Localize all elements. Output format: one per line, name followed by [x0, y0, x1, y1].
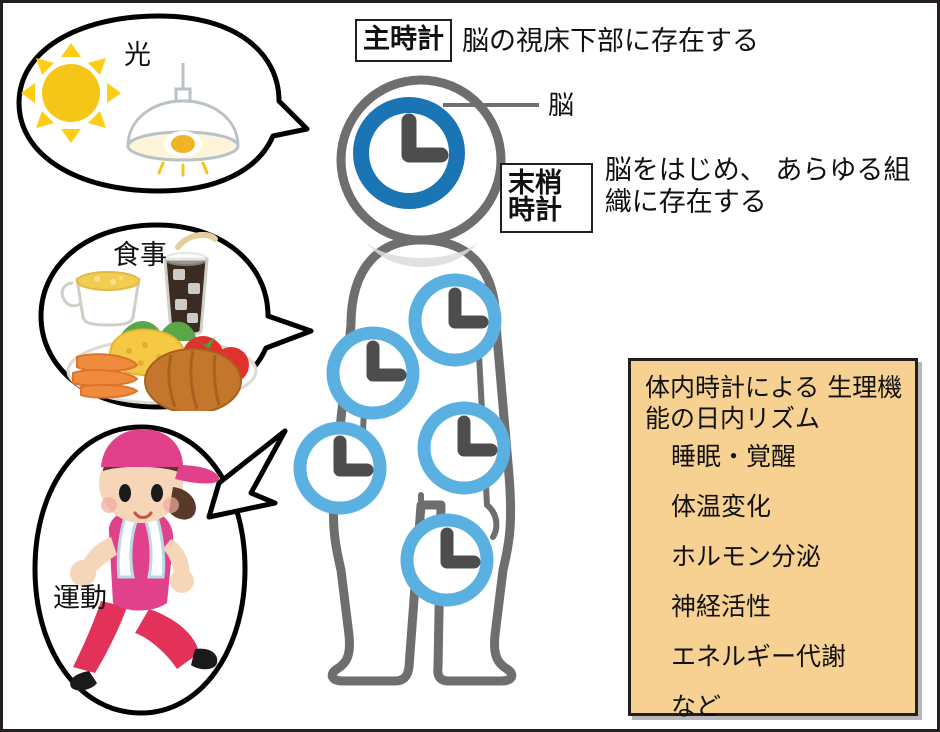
- iced-drink-icon: [163, 231, 218, 337]
- sun-icon: [21, 43, 121, 143]
- peripheral-clock-1: [403, 268, 507, 372]
- peripheral-clock-2: [321, 321, 425, 425]
- list-item: 睡眠・覚醒: [671, 442, 797, 471]
- soup-cup-icon: [60, 271, 141, 327]
- light-bubble-shape: [16, 13, 310, 194]
- list-item: エネルギー代謝: [671, 642, 847, 671]
- peripheral-clock-badge: 末梢時計: [500, 163, 593, 233]
- exercise-bubble-shape: [32, 424, 288, 716]
- exercise-bubble: 運動: [23, 421, 313, 721]
- clock-hands: [448, 287, 489, 329]
- rhythm-info-box: 体内時計による 生理機能の日内リズム 睡眠・覚醒 体温変化 ホルモン分泌 神経活…: [628, 358, 918, 719]
- peripheral-clock-svg: [400, 513, 494, 607]
- food-bubble: 食事: [25, 221, 325, 411]
- peripheral-clock-svg: [326, 326, 420, 420]
- peripheral-clock-5: [395, 508, 499, 612]
- figure-right-hand-line: [484, 502, 500, 540]
- peripheral-clock-svg: [293, 421, 387, 515]
- light-bubble: 光: [11, 11, 321, 201]
- clock-hands: [457, 415, 498, 457]
- list-item: 体温変化: [671, 492, 772, 521]
- peripheral-clock-4: [288, 416, 392, 520]
- master-clock-svg: [353, 97, 465, 209]
- brain-leader-svg: [443, 103, 539, 107]
- master-clock-annotation: 主時計 脳の視床下部に存在する: [355, 19, 759, 62]
- clock-hands: [333, 435, 374, 477]
- master-clock-badge: 主時計: [355, 19, 452, 62]
- list-item: 神経活性: [671, 592, 772, 621]
- master-clock-description: 脳の視床下部に存在する: [462, 26, 759, 57]
- list-item: ホルモン分泌: [671, 542, 822, 571]
- master-clock: [347, 91, 471, 215]
- figure-neck-shadow: [367, 243, 477, 267]
- exercise-bubble-tail: [206, 428, 288, 520]
- master-clock-hands: [401, 113, 449, 163]
- peripheral-clock-3: [412, 396, 516, 500]
- food-bubble-label: 食事: [113, 240, 167, 271]
- clock-hands: [366, 340, 407, 382]
- peripheral-clock-svg: [417, 401, 511, 495]
- brain-leader-line: [443, 95, 543, 115]
- jogging-woman-icon: [70, 429, 219, 691]
- list-item: など: [671, 692, 722, 721]
- clock-hands: [440, 527, 481, 569]
- rhythm-info-box-title: 体内時計による 生理機能の日内リズム: [645, 373, 903, 433]
- breakfast-plate-icon: [66, 321, 258, 411]
- light-bubble-label: 光: [124, 40, 151, 71]
- peripheral-clock-annotation: 末梢時計 脳をはじめ、 あらゆる組織に存在する: [500, 155, 937, 233]
- bread-roll-icon: [144, 348, 242, 411]
- exercise-bubble-label: 運動: [53, 583, 107, 614]
- food-bubble-shape: [38, 222, 314, 411]
- brain-label: 脳: [548, 91, 575, 121]
- ceiling-lamp-icon: [126, 63, 240, 177]
- peripheral-clock-svg: [408, 273, 502, 367]
- peripheral-clock-description: 脳をはじめ、 あらゆる組織に存在する: [604, 155, 911, 218]
- rhythm-info-box-list: 睡眠・覚醒 体温変化 ホルモン分泌 神経活性 エネルギー代謝 など: [645, 444, 905, 719]
